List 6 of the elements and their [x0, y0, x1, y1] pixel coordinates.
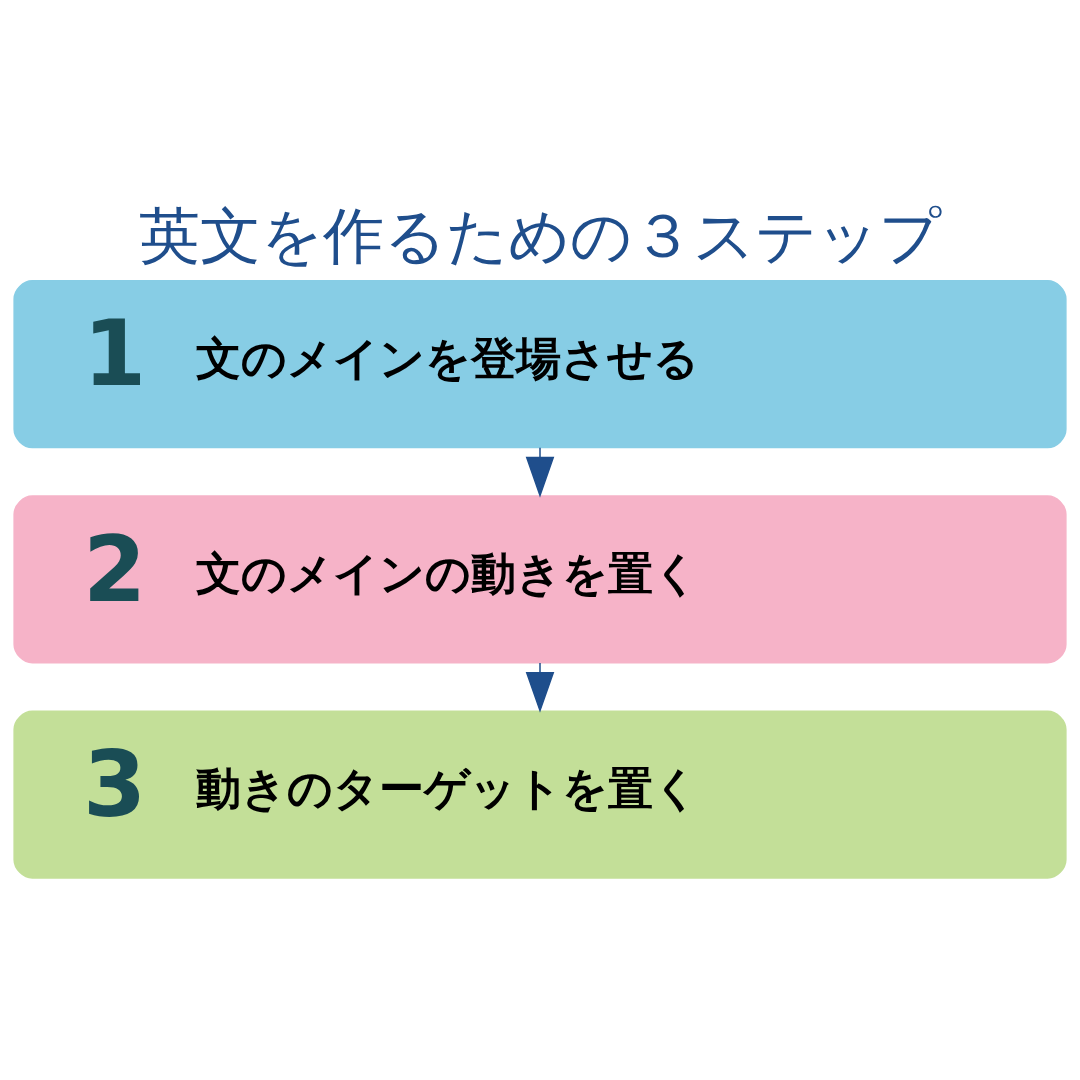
- node-box: 3 動きのターゲットを置く: [13, 710, 1067, 879]
- node-box: 1 文のメインを登場させる: [13, 280, 1067, 449]
- node-box: 2 文のメインの動きを置く: [13, 495, 1067, 664]
- diagram-title: 英文を作るための３ステップ: [139, 200, 941, 271]
- arrow: [525, 447, 555, 498]
- arrow: [525, 662, 555, 713]
